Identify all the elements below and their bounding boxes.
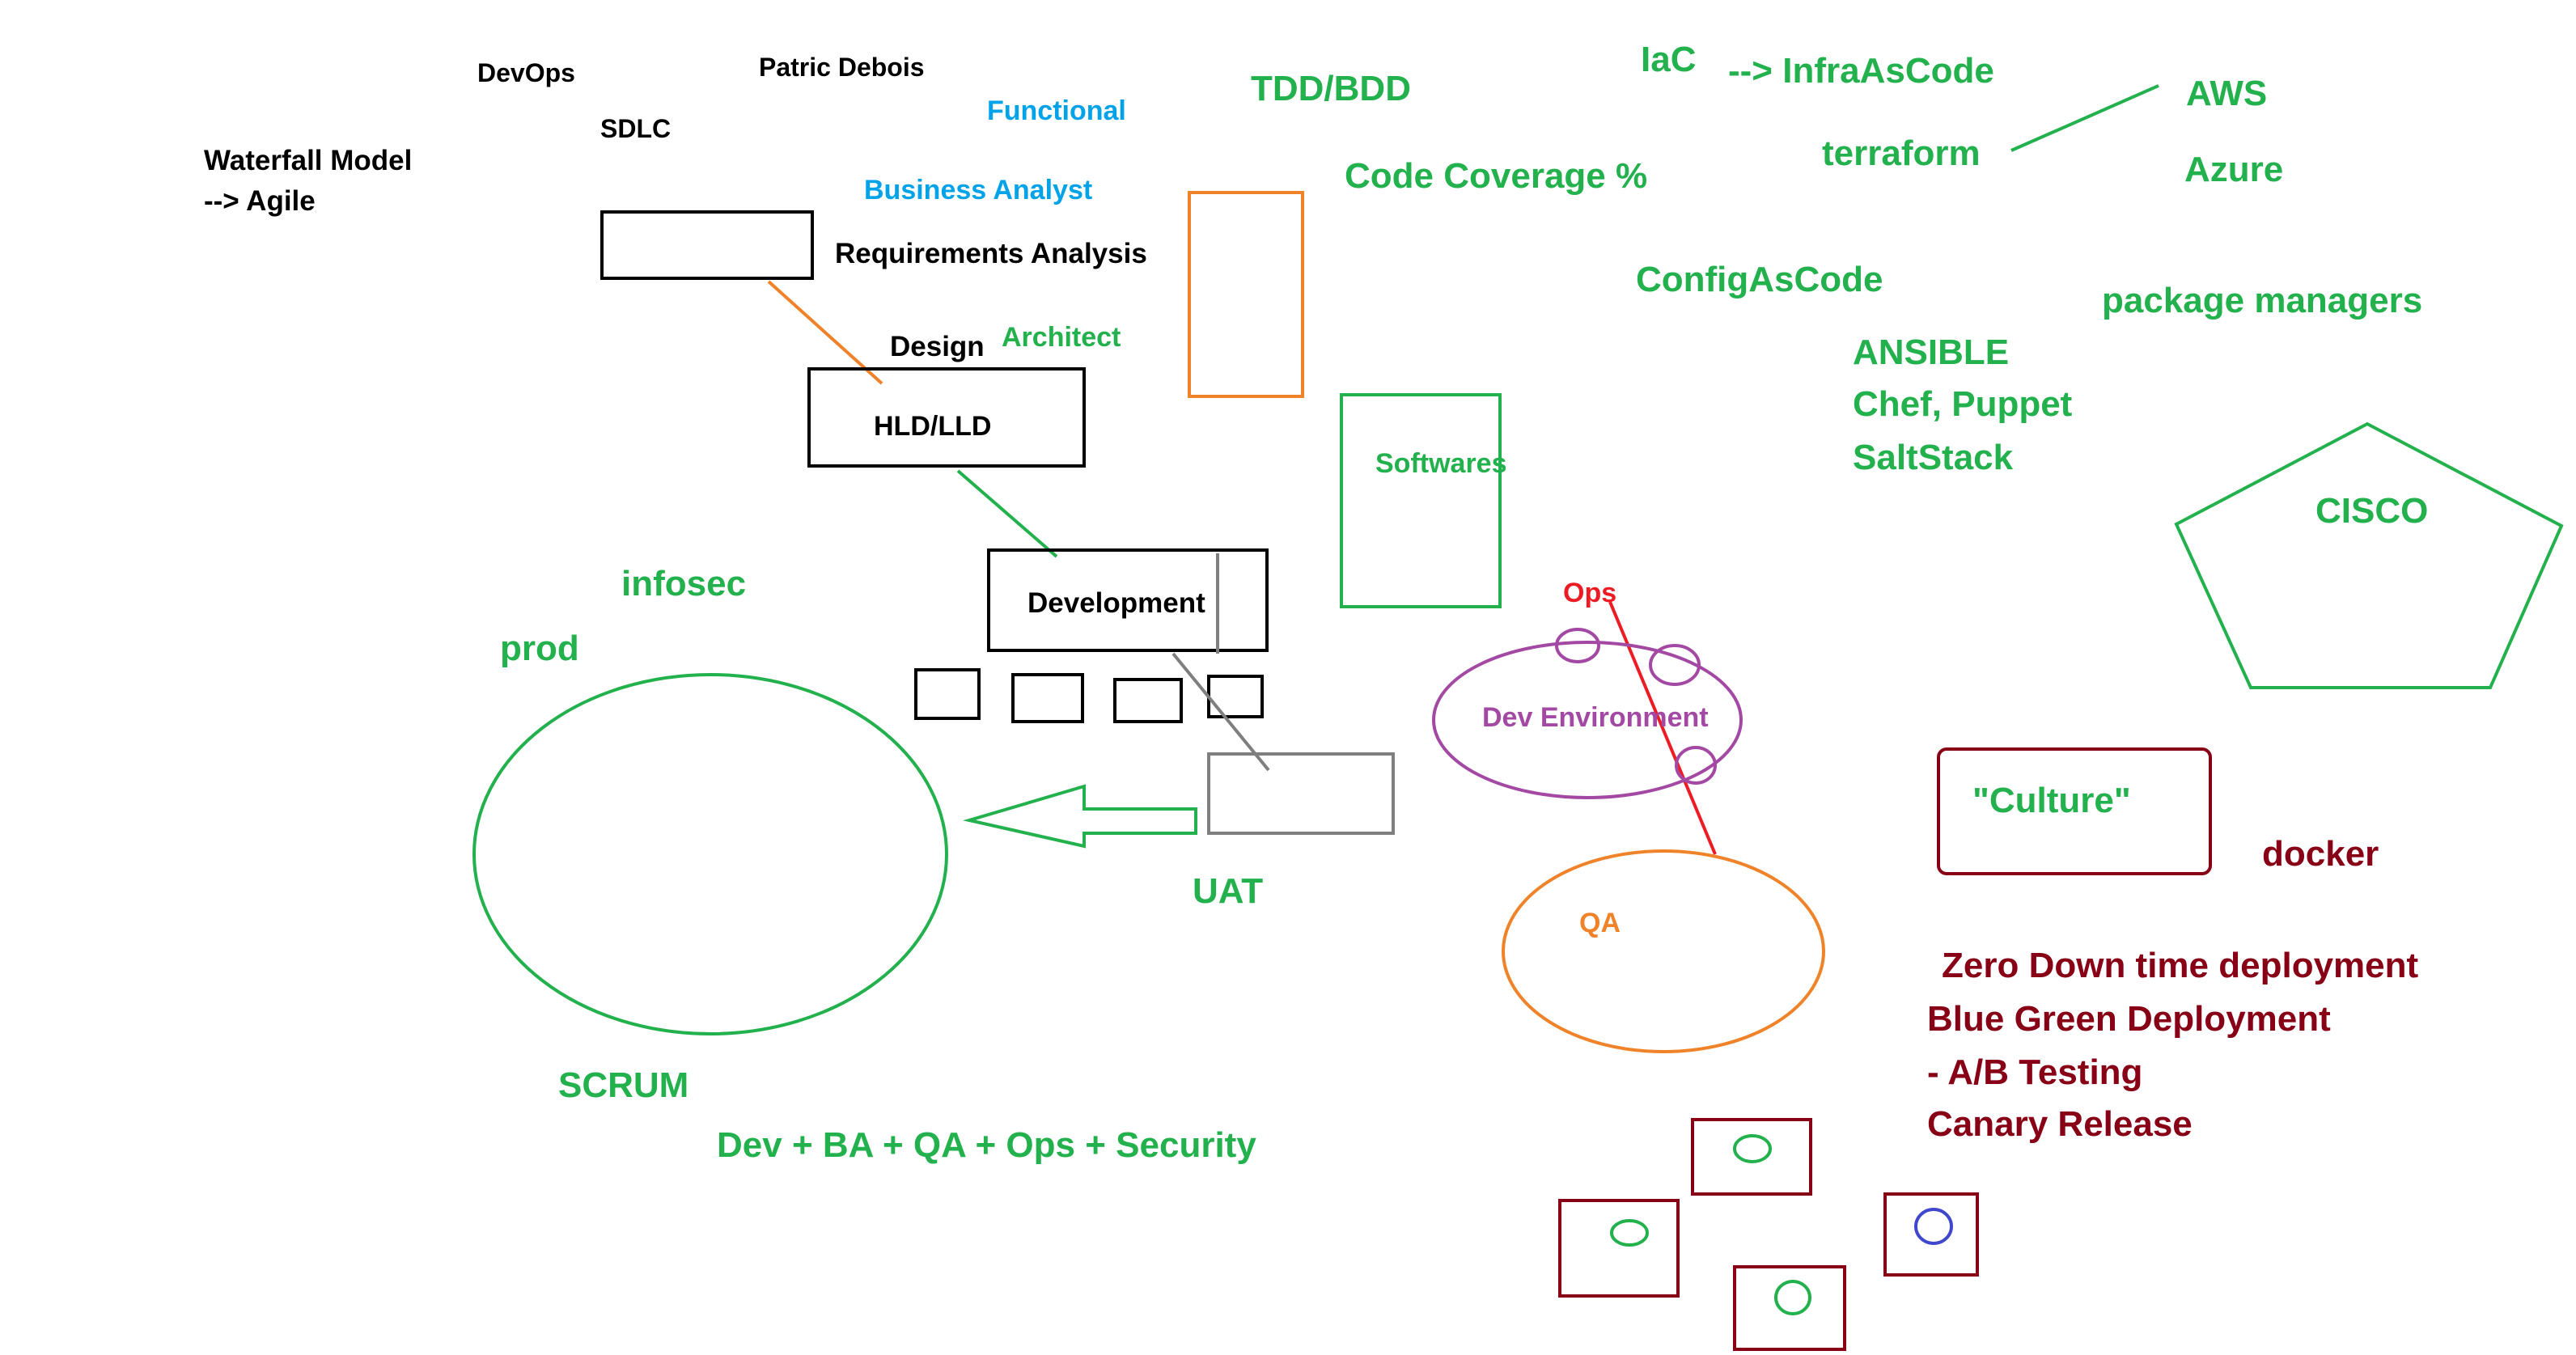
- deployment-node-4: [1914, 1208, 1953, 1245]
- development-to-uat-connector: [1171, 652, 1270, 772]
- terraform-label: terraform: [1822, 133, 1981, 173]
- tdd-bdd-label: TDD/BDD: [1251, 69, 1411, 108]
- qa-label: QA: [1579, 908, 1621, 938]
- deployment-box-2: [1558, 1199, 1680, 1298]
- testing-box: [1188, 191, 1304, 398]
- zero-downtime-label: Zero Down time deployment: [1942, 946, 2419, 985]
- qa-circle: [1502, 849, 1825, 1053]
- deployment-box-4: [1883, 1192, 1979, 1277]
- terraform-to-cloud-connector: [2010, 84, 2159, 152]
- deployment-node-1: [1733, 1134, 1772, 1163]
- functional-label: Functional: [987, 95, 1126, 126]
- deployment-box-1: [1691, 1118, 1812, 1196]
- cisco-label: CISCO: [2315, 491, 2428, 531]
- scrum-circle: [472, 673, 948, 1035]
- infra-as-code-label: --> InfraAsCode: [1728, 51, 1994, 91]
- task-box-4: [1207, 675, 1264, 718]
- aws-label: AWS: [2186, 74, 2267, 113]
- task-box-1: [914, 668, 981, 720]
- sdlc-label: SDLC: [600, 114, 671, 143]
- canary-release-label: Canary Release: [1927, 1104, 2193, 1144]
- waterfall-model-label: Waterfall Model: [204, 145, 412, 176]
- scrum-label: SCRUM: [558, 1065, 688, 1105]
- saltstack-label: SaltStack: [1853, 438, 2014, 477]
- agile-label: --> Agile: [204, 185, 316, 217]
- dev-environment-label: Dev Environment: [1482, 702, 1709, 733]
- cisco-pentagon: [2174, 421, 2564, 689]
- requirements-analysis-label: Requirements Analysis: [835, 238, 1147, 269]
- blue-green-label: Blue Green Deployment: [1927, 999, 2331, 1039]
- culture-box: [1937, 747, 2212, 875]
- azure-label: Azure: [2184, 150, 2283, 189]
- softwares-box: [1340, 393, 1502, 608]
- config-as-code-label: ConfigAsCode: [1636, 260, 1883, 299]
- culture-label: "Culture": [1972, 781, 2131, 820]
- environment-node-2: [1649, 644, 1701, 686]
- chef-puppet-label: Chef, Puppet: [1853, 384, 2073, 424]
- task-box-2: [1011, 673, 1084, 723]
- design-label: Design: [890, 331, 985, 362]
- patric-debois-label: Patric Debois: [759, 53, 925, 82]
- code-coverage-label: Code Coverage %: [1345, 156, 1647, 196]
- hld-lld-box: [807, 367, 1086, 468]
- design-to-development-connector: [956, 469, 1058, 558]
- development-box: [987, 548, 1269, 652]
- ab-testing-label: - A/B Testing: [1927, 1052, 2142, 1092]
- team-formula-label: Dev + BA + QA + Ops + Security: [717, 1125, 1256, 1165]
- deployment-node-2: [1610, 1219, 1649, 1247]
- requirements-to-design-connector: [767, 280, 883, 385]
- deployment-node-3: [1774, 1280, 1811, 1315]
- dev-environment-circle: [1432, 641, 1743, 799]
- ansible-label: ANSIBLE: [1853, 332, 2009, 372]
- ops-label: Ops: [1563, 578, 1616, 608]
- prod-label: prod: [500, 629, 579, 668]
- softwares-label: Softwares: [1375, 448, 1507, 479]
- environment-node-1: [1555, 628, 1600, 663]
- architect-label: Architect: [1002, 322, 1121, 353]
- task-box-3: [1113, 678, 1183, 723]
- uat-label: UAT: [1193, 871, 1263, 911]
- hld-lld-label: HLD/LLD: [874, 411, 991, 442]
- docker-label: docker: [2262, 834, 2379, 874]
- business-analyst-label: Business Analyst: [864, 175, 1092, 205]
- iac-label: IaC: [1641, 40, 1696, 79]
- package-managers-label: package managers: [2102, 281, 2422, 320]
- uat-to-scrum-arrow: [963, 784, 1197, 849]
- infosec-label: infosec: [621, 564, 746, 603]
- requirements-box: [600, 210, 814, 280]
- environment-node-3: [1675, 746, 1717, 785]
- devops-label: DevOps: [477, 58, 575, 87]
- uat-box: [1207, 752, 1395, 835]
- deployment-box-3: [1733, 1265, 1846, 1351]
- development-label: Development: [1027, 587, 1205, 619]
